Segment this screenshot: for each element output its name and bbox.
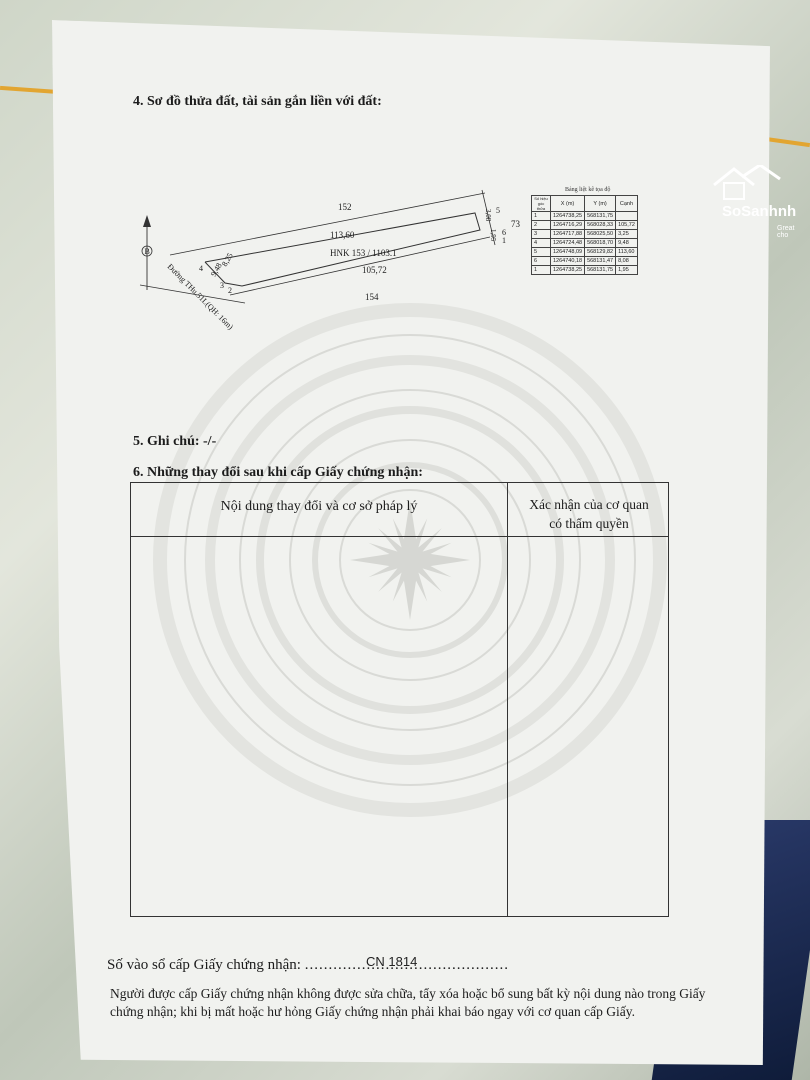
coord-cell [615,211,638,221]
edge-left-b: 8,25 [220,251,235,268]
point-4: 4 [199,264,203,273]
watermark-tagline: Great cho [777,225,795,239]
coord-cell: 568131,75 [584,265,617,275]
coord-cell: 6 [531,256,551,266]
coord-cell: 2 [531,220,551,230]
registry-label: Số vào sổ cấp Giấy chứng nhận: [107,957,301,973]
north-arrow-icon [143,215,151,227]
coord-table-title: Bảng liệt kê tọa độ [565,187,611,193]
coord-cell: 1264738,25 [549,211,586,221]
coord-cell: 5 [531,247,551,257]
coord-col-x: X (m) [549,195,586,212]
background-strap-right [764,136,810,148]
north-label: B [145,247,150,256]
coord-cell: 8,08 [615,256,638,266]
site-watermark: SoSanhnh Great cho [712,163,796,239]
coord-col-edge: Cạnh [615,195,638,212]
edge-right-a: 3,08 [484,209,492,222]
watermark-brand: SoSanhnh [722,203,797,220]
changes-col1-header: Nội dung thay đổi và cơ sở pháp lý [220,499,418,514]
changes-col2-line2: có thẩm quyền [549,516,629,531]
coord-cell: 3,25 [615,229,638,239]
coord-cell: 1264738,25 [549,265,586,275]
coord-cell: 9,48 [615,238,638,248]
point-5: 5 [496,206,500,215]
section-6-title: 6. Những thay đổi sau khi cấp Giấy chứng… [133,465,423,480]
edge-bottom-length: 105,72 [362,265,387,275]
changes-table: Nội dung thay đổi và cơ sở pháp lý Xác n… [130,482,669,917]
coord-cell: 568129,82 [584,247,617,257]
coord-cell: 1 [531,211,551,221]
registry-line: Số vào sổ cấp Giấy chứng nhận: .........… [107,957,509,974]
coord-cell: 1264724,48 [549,238,586,248]
section-4-title: 4. Sơ đồ thửa đất, tài sản gắn liền với … [133,94,382,109]
changes-col2-header: Xác nhận của cơ quan có thẩm quyền [508,495,670,533]
drum-emblem-watermark [153,303,667,817]
point-3: 3 [220,281,224,290]
registry-number: CN 1814 [366,954,418,969]
coord-table-header: Số hiệu góc thửa X (m) Y (m) Cạnh [531,195,638,212]
section-5-title: 5. Ghi chú: -/- [133,434,217,449]
coord-cell: 568018,70 [584,238,617,248]
background-strap [0,85,61,95]
coord-cell: 113,60 [615,247,638,257]
point-6: 6 [502,228,506,237]
parcel-label: HNK 153 / 1103.1 [330,248,397,258]
coord-cell: 1264748,09 [549,247,586,257]
coord-cell: 105,72 [615,220,638,230]
neighbor-152: 152 [338,202,352,212]
point-2: 2 [228,286,232,295]
neighbor-73: 73 [511,219,521,229]
registry-dots: ........................................… [304,957,509,973]
footer-note: Người được cấp Giấy chứng nhận không đượ… [110,986,706,1019]
edge-right-b: 1,95 [489,229,497,242]
coord-cell: 1264717,88 [549,229,586,239]
coord-col-point: Số hiệu góc thửa [531,195,551,212]
house-logo-icon [713,163,781,200]
coord-cell: 568131,47 [584,256,617,266]
coord-cell: 568028,33 [584,220,617,230]
coord-cell: 568025,50 [584,229,617,239]
parcel-diagram: B 152 154 73 113,60 HNK 153 / 1103.1 105… [139,189,521,332]
coord-cell: 3 [531,229,551,239]
coord-cell: 568131,75 [584,211,617,221]
coord-col-y: Y (m) [584,195,617,212]
coord-cell: 1 [531,265,551,275]
edge-top-length: 113,60 [330,230,355,240]
coord-cell: 4 [531,238,551,248]
coord-cell: 1264740,18 [549,256,586,266]
changes-col2-line1: Xác nhận của cơ quan [529,497,649,512]
coord-cell: 1,95 [615,265,638,275]
neighbor-154: 154 [365,292,379,302]
parcel-boundary [204,212,481,287]
point-1: 1 [502,236,506,245]
coord-cell: 1264716,29 [549,220,586,230]
